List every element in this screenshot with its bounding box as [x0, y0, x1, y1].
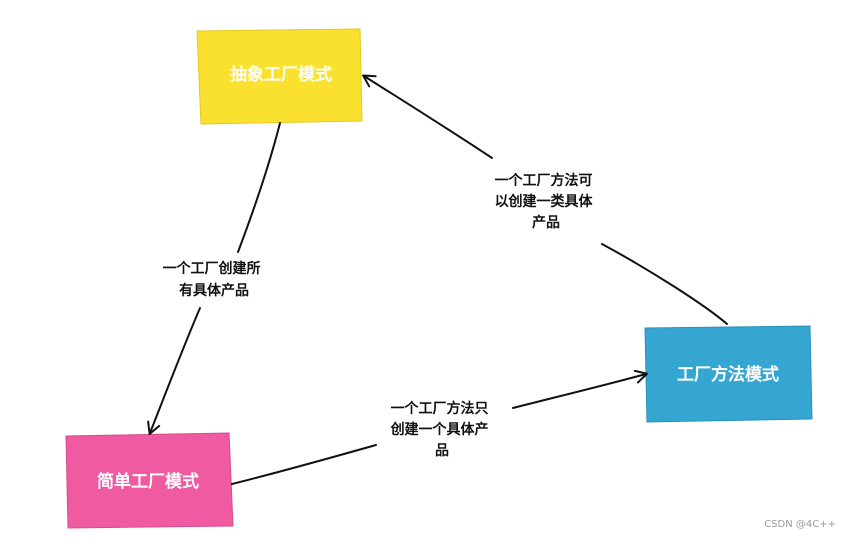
edge-factory-method-to-abstract-line-upper: [362, 74, 493, 159]
edge-label-line: 一个工厂方法只: [391, 400, 489, 417]
node-simple-factory-label: 简单工厂模式: [97, 471, 199, 492]
edge-factory-method-to-abstract-line-lower: [601, 243, 728, 325]
edge-abstract-to-simple-line-upper: [237, 122, 281, 253]
edge-label-line: 有具体产品: [179, 282, 249, 299]
edge-label-line: 一个工厂方法可: [495, 172, 593, 189]
node-factory-method-label: 工厂方法模式: [677, 364, 779, 385]
node-abstract-factory-label: 抽象工厂模式: [230, 64, 332, 85]
edge-simple-to-factory-method: 一个工厂方法只 创建一个具体产 品: [231, 369, 648, 485]
edge-label-line: 以创建一类具体: [495, 193, 594, 210]
node-simple-factory-box: [65, 432, 234, 529]
node-abstract-factory-box: [196, 28, 363, 125]
edge-label-line: 一个工厂创建所: [163, 260, 261, 277]
edge-abstract-to-simple: 一个工厂创建所 有具体产品: [147, 122, 281, 435]
watermark: CSDN @4C++: [764, 519, 836, 530]
edge-abstract-to-simple-line-lower: [147, 307, 201, 435]
edge-label-line: 产品: [532, 214, 560, 231]
edge-simple-to-factory-method-line-right: [512, 369, 648, 409]
node-factory-method-box: [644, 325, 813, 423]
edge-abstract-to-simple-label: 一个工厂创建所 有具体产品: [163, 260, 266, 299]
edge-simple-to-factory-method-line-left: [231, 444, 377, 485]
edge-factory-method-to-abstract: 一个工厂方法可 以创建一类具体 产品: [362, 74, 728, 325]
edge-simple-to-factory-method-label: 一个工厂方法只 创建一个具体产 品: [390, 400, 494, 459]
node-factory-method: 工厂方法模式: [644, 325, 813, 423]
edge-label-line: 创建一个具体产: [390, 421, 489, 438]
node-simple-factory: 简单工厂模式: [65, 432, 234, 529]
node-abstract-factory: 抽象工厂模式: [196, 28, 363, 125]
edge-factory-method-to-abstract-label: 一个工厂方法可 以创建一类具体 产品: [495, 172, 598, 231]
edge-label-line: 品: [435, 443, 449, 459]
